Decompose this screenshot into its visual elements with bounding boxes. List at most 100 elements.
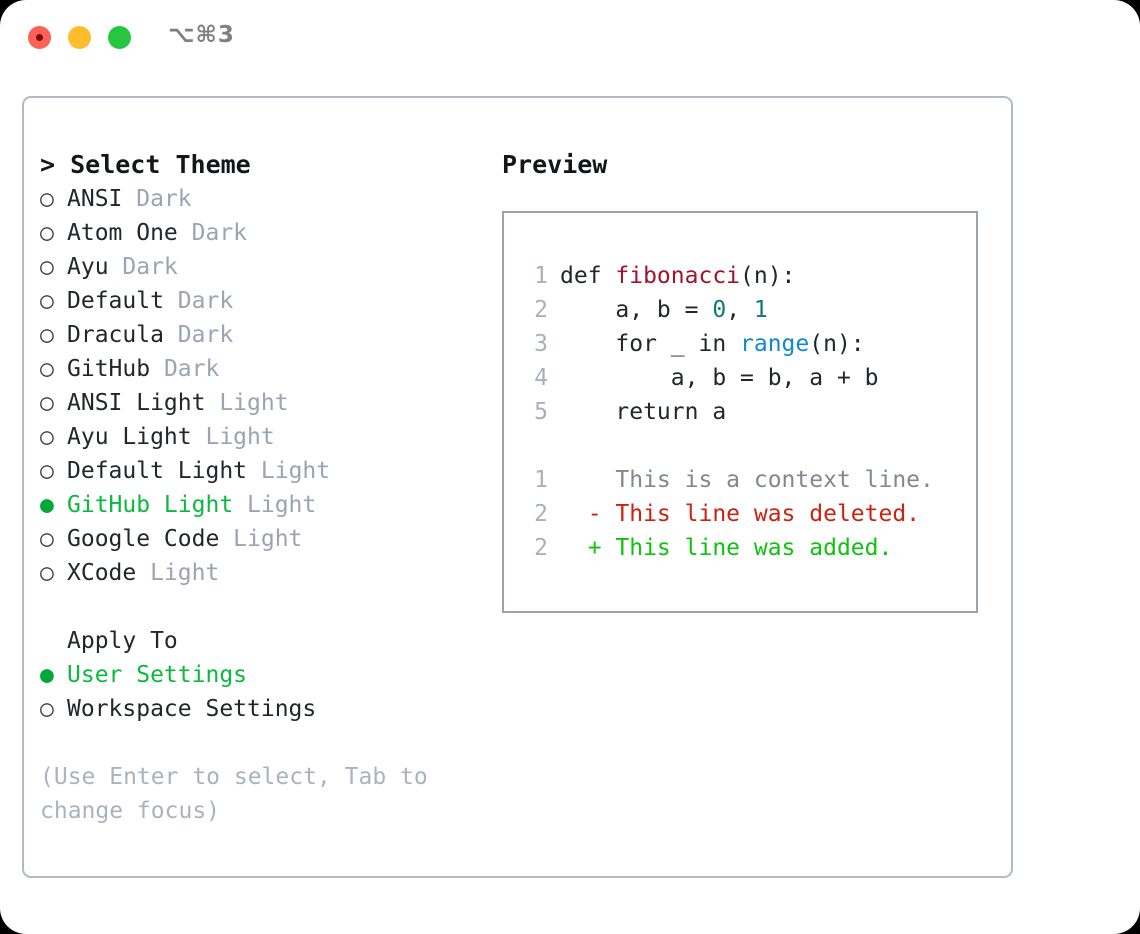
code-line-number: 5 bbox=[534, 399, 548, 425]
code-token: range bbox=[740, 331, 810, 357]
diff-line-number: 2 bbox=[534, 501, 548, 527]
code-line-number: 2 bbox=[534, 297, 548, 323]
code-line-number: 3 bbox=[534, 331, 548, 357]
apply-to-option-workspace-settings[interactable]: ○ Workspace Settings bbox=[40, 692, 490, 726]
code-line: 5 return a bbox=[504, 395, 976, 429]
theme-option-label: GitHub Light bbox=[67, 492, 248, 518]
theme-option-label: Google Code bbox=[67, 526, 234, 552]
radio-unselected-icon: ○ bbox=[40, 526, 54, 552]
radio-selected-icon: ● bbox=[40, 662, 54, 688]
diff-sample: 1 This is a context line.2 - This line w… bbox=[504, 463, 976, 565]
theme-option-label: Default bbox=[67, 288, 178, 314]
diff-line-add: 2 + This line was added. bbox=[504, 531, 976, 565]
code-token: 1 bbox=[753, 297, 768, 323]
theme-variant-badge: Light bbox=[205, 424, 275, 450]
diff-line-number: 2 bbox=[534, 535, 548, 561]
theme-option-ansi-light[interactable]: ○ ANSI Light Light bbox=[40, 386, 490, 420]
theme-variant-badge: Light bbox=[219, 390, 289, 416]
theme-option-google-code[interactable]: ○Google Code Light bbox=[40, 522, 490, 556]
theme-option-github[interactable]: ○ GitHub Dark bbox=[40, 352, 490, 386]
theme-option-xcode[interactable]: ○ XCode Light bbox=[40, 556, 490, 590]
radio-unselected-icon: ○ bbox=[40, 322, 54, 348]
theme-option-list: ○ ANSI Dark ○ Atom One Dark ○ Ayu Dark ○ Defaul… bbox=[40, 182, 490, 590]
theme-option-default-light[interactable]: ○ Default Light Light bbox=[40, 454, 490, 488]
apply-to-option-label: User Settings bbox=[67, 662, 248, 688]
diff-marker bbox=[560, 463, 602, 497]
theme-variant-badge: Dark bbox=[191, 220, 248, 246]
theme-option-label: ANSI Light bbox=[67, 390, 220, 416]
maximize-button[interactable] bbox=[108, 26, 131, 49]
theme-option-dracula[interactable]: ○ Dracula Dark bbox=[40, 318, 490, 352]
code-token: 0 bbox=[712, 297, 727, 323]
theme-option-label: Default Light bbox=[67, 458, 261, 484]
theme-variant-badge: Light bbox=[150, 560, 220, 586]
radio-unselected-icon: ○ bbox=[40, 254, 54, 280]
theme-option-github-light[interactable]: ●GitHub Light Light bbox=[40, 488, 490, 522]
radio-unselected-icon: ○ bbox=[40, 186, 54, 212]
radio-selected-icon: ● bbox=[40, 492, 54, 518]
radio-unselected-icon: ○ bbox=[40, 696, 54, 722]
apply-to-option-label: Workspace Settings bbox=[67, 696, 317, 722]
apply-to-option-user-settings[interactable]: ● User Settings bbox=[40, 658, 490, 692]
theme-option-label: Ayu bbox=[67, 254, 123, 280]
code-line: 2 a, b = 0, 1 bbox=[504, 293, 976, 327]
window-controls bbox=[28, 26, 131, 49]
radio-unselected-icon: ○ bbox=[40, 560, 54, 586]
code-token: def bbox=[560, 263, 616, 289]
theme-variant-badge: Dark bbox=[163, 356, 220, 382]
theme-option-atom-one[interactable]: ○ Atom One Dark bbox=[40, 216, 490, 250]
theme-variant-badge: Dark bbox=[136, 186, 192, 212]
minimize-button[interactable] bbox=[68, 26, 91, 49]
theme-option-ayu[interactable]: ○ Ayu Dark bbox=[40, 250, 490, 284]
diff-line-number: 1 bbox=[534, 467, 548, 493]
theme-option-ansi[interactable]: ○ ANSI Dark bbox=[40, 182, 490, 216]
code-token: , bbox=[726, 297, 754, 323]
close-button[interactable] bbox=[28, 26, 51, 49]
code-token: fibonacci bbox=[615, 263, 741, 289]
radio-unselected-icon: ○ bbox=[40, 220, 54, 246]
code-token: a, b = bbox=[560, 297, 713, 323]
theme-option-label: Atom One bbox=[67, 220, 192, 246]
theme-option-label: XCode bbox=[67, 560, 151, 586]
diff-line-text: This is a context line. bbox=[601, 467, 934, 493]
code-line-number: 4 bbox=[534, 365, 548, 391]
apply-to-header: Apply To bbox=[67, 628, 178, 654]
title-bar: ⌥⌘3 bbox=[0, 0, 1140, 78]
radio-unselected-icon: ○ bbox=[40, 356, 54, 382]
select-theme-header: > Select Theme bbox=[40, 150, 251, 179]
code-line-number: 1 bbox=[534, 263, 548, 289]
keyboard-hint-text: (Use Enter to select, Tab to change focu… bbox=[40, 764, 442, 824]
radio-unselected-icon: ○ bbox=[40, 390, 54, 416]
code-line: 1 def fibonacci(n): bbox=[504, 259, 976, 293]
theme-variant-badge: Light bbox=[260, 458, 331, 484]
theme-option-ayu-light[interactable]: ○ Ayu Light Light bbox=[40, 420, 490, 454]
radio-unselected-icon: ○ bbox=[40, 424, 54, 450]
theme-option-label: GitHub bbox=[67, 356, 164, 382]
theme-option-label: ANSI bbox=[67, 186, 137, 212]
theme-picker-column: > Select Theme ○ANSI Dark○Atom One Dark○… bbox=[40, 148, 490, 828]
apply-to-option-list: ● User Settings ○ Workspace Settings bbox=[40, 658, 490, 726]
section-spacer bbox=[40, 590, 490, 624]
theme-option-label: Dracula bbox=[67, 322, 178, 348]
code-token: (n): bbox=[809, 331, 865, 357]
code-line: 4 a, b = b, a + b bbox=[504, 361, 976, 395]
code-line: 3 for _ in range(n): bbox=[504, 327, 976, 361]
theme-option-label: Ayu Light bbox=[67, 424, 206, 450]
radio-unselected-icon: ○ bbox=[40, 288, 54, 314]
theme-variant-badge: Dark bbox=[122, 254, 178, 280]
diff-marker: + bbox=[560, 535, 602, 561]
theme-option-default[interactable]: ○ Default Dark bbox=[40, 284, 490, 318]
diff-spacer bbox=[504, 429, 976, 463]
diff-line-text: This line was deleted. bbox=[601, 501, 921, 527]
code-token: (n): bbox=[740, 263, 796, 289]
theme-variant-badge: Dark bbox=[177, 288, 234, 314]
radio-unselected-icon: ○ bbox=[40, 458, 54, 484]
diff-line-ctx: 1 This is a context line. bbox=[504, 463, 976, 497]
diff-line-text: This line was added. bbox=[601, 535, 893, 561]
diff-line-del: 2 - This line was deleted. bbox=[504, 497, 976, 531]
content-panel: > Select Theme ○ANSI Dark○Atom One Dark○… bbox=[22, 96, 1013, 878]
theme-variant-badge: Dark bbox=[177, 322, 234, 348]
